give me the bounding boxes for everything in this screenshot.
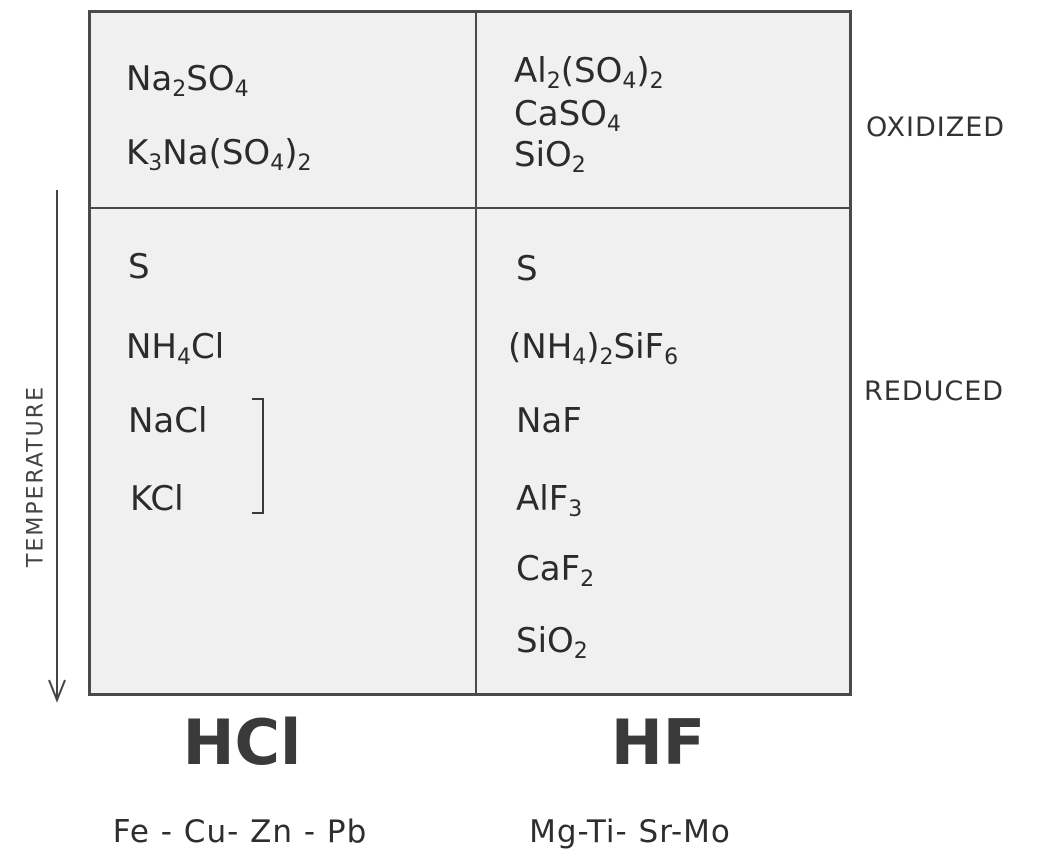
reduced-label: REDUCED	[864, 376, 1005, 407]
hcl-oxidized-formula: Na2SO4	[126, 59, 249, 102]
hf-oxidized-formula: SiO2	[514, 135, 586, 178]
hf-metals: Mg-Ti- Sr-Mo	[529, 814, 731, 850]
hcl-column-label: HCl	[182, 706, 302, 779]
down-arrow-icon	[48, 190, 66, 703]
hf-reduced-formula: S	[516, 249, 538, 289]
group-bracket	[252, 398, 264, 514]
diagram-grid	[88, 10, 852, 696]
hcl-reduced-formula: NH4Cl	[126, 327, 225, 370]
hcl-metals: Fe - Cu- Zn - Pb	[112, 814, 368, 850]
hf-reduced-formula: CaF2	[516, 549, 595, 592]
hf-reduced-formula: AlF3	[516, 479, 583, 522]
hcl-reduced-formula: KCl	[130, 479, 184, 519]
oxidized-label: OXIDIZED	[866, 112, 1006, 143]
hf-oxidized-formula: Al2(SO4)2	[514, 51, 664, 94]
hf-reduced-formula: SiO2	[516, 621, 588, 664]
hf-column-label: HF	[610, 706, 706, 779]
hf-reduced-formula: NaF	[516, 401, 582, 441]
row-divider	[88, 207, 852, 209]
hcl-oxidized-formula: K3Na(SO4)2	[126, 133, 312, 176]
hf-oxidized-formula: CaSO4	[514, 94, 621, 137]
hcl-reduced-formula: NaCl	[128, 401, 208, 441]
hf-reduced-formula: (NH4)2SiF6	[508, 327, 679, 370]
hcl-reduced-formula: S	[128, 247, 150, 287]
column-divider	[475, 10, 477, 696]
